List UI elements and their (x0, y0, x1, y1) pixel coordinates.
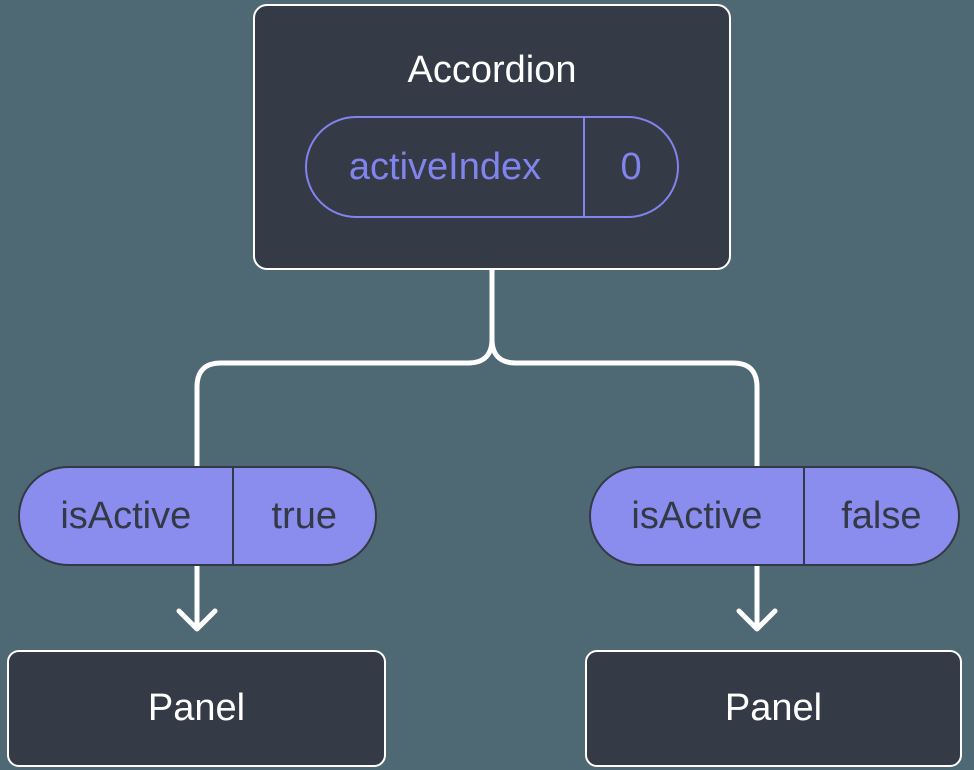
prop-pill-name: isActive (60, 495, 192, 537)
accordion-node: Accordion activeIndex 0 (253, 4, 731, 270)
prop-pill-value: false (802, 468, 958, 564)
left-branch-line (194, 336, 495, 631)
accordion-node-title: Accordion (407, 49, 577, 91)
panel-node-title: Panel (724, 686, 823, 729)
state-pill-name: activeIndex (348, 145, 542, 188)
prop-pill-isactive-false: isActive false (589, 466, 960, 566)
prop-pill-isactive-true: isActive true (18, 466, 377, 566)
right-branch-line (489, 336, 760, 631)
panel-node-left: Panel (7, 650, 386, 767)
panel-node-title: Panel (147, 686, 246, 729)
prop-pill-value: true (231, 468, 375, 564)
prop-pill-name: isActive (631, 495, 763, 537)
state-pill-value: 0 (583, 117, 677, 216)
panel-node-right: Panel (585, 650, 962, 767)
right-arrow-down-icon (736, 608, 778, 632)
left-arrow-down-icon (176, 608, 218, 632)
state-pill-activeindex: activeIndex 0 (305, 115, 679, 218)
